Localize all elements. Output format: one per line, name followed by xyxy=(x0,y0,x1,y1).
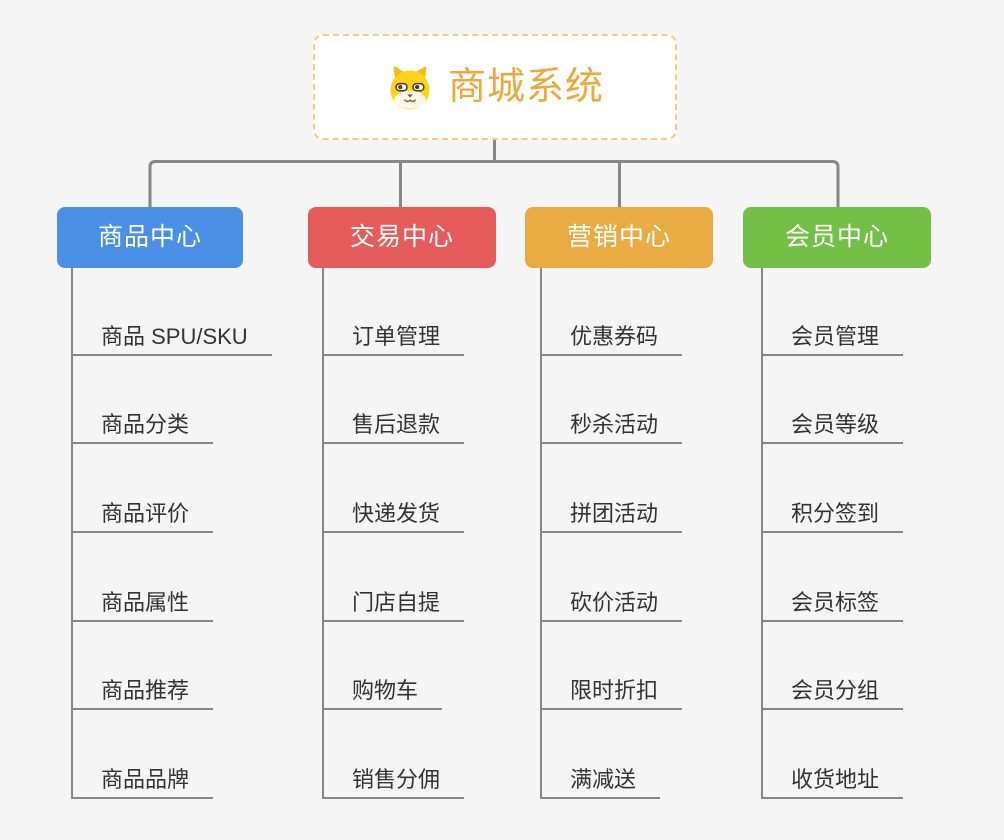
subtopic[interactable]: 限时折扣 xyxy=(540,676,683,710)
subtopic[interactable]: 门店自提 xyxy=(322,588,465,622)
subtopic[interactable]: 销售分佣 xyxy=(322,765,465,799)
subtopic[interactable]: 购物车 xyxy=(322,676,443,710)
subtopic[interactable]: 订单管理 xyxy=(322,322,465,356)
subtopic[interactable]: 积分签到 xyxy=(761,499,904,533)
root-topic-label: 商城系统 xyxy=(447,66,604,108)
subtopic[interactable]: 商品属性 xyxy=(71,588,214,622)
branch-topic-marketing-center[interactable]: 营销中心 xyxy=(525,207,713,268)
subtopic[interactable]: 满减送 xyxy=(540,765,661,799)
subtopic[interactable]: 商品评价 xyxy=(71,499,214,533)
subtopic[interactable]: 会员等级 xyxy=(761,410,904,444)
subtopic[interactable]: 商品推荐 xyxy=(71,676,214,710)
branch-connector-line xyxy=(540,268,542,799)
subtopic[interactable]: 商品分类 xyxy=(71,410,214,444)
subtopic[interactable]: 收货地址 xyxy=(761,765,904,799)
subtopic[interactable]: 售后退款 xyxy=(322,410,465,444)
root-topic[interactable]: 商城系统 xyxy=(313,34,677,140)
subtopic[interactable]: 会员标签 xyxy=(761,588,904,622)
subtopic[interactable]: 砍价活动 xyxy=(540,588,683,622)
subtopic[interactable]: 商品品牌 xyxy=(71,765,214,799)
subtopic[interactable]: 会员管理 xyxy=(761,322,904,356)
branch-connector-line xyxy=(322,268,324,799)
subtopic[interactable]: 拼团活动 xyxy=(540,499,683,533)
subtopic[interactable]: 商品 SPU/SKU xyxy=(71,322,272,356)
subtopic[interactable]: 会员分组 xyxy=(761,676,904,710)
branch-topic-member-center[interactable]: 会员中心 xyxy=(743,207,931,268)
subtopic[interactable]: 快递发货 xyxy=(322,499,465,533)
subtopic[interactable]: 秒杀活动 xyxy=(540,410,683,444)
branch-topic-product-center[interactable]: 商品中心 xyxy=(57,207,243,268)
branch-connector-line xyxy=(761,268,763,799)
branch-connector-line xyxy=(71,268,73,799)
dog-face-icon xyxy=(386,63,434,111)
branch-topic-trade-center[interactable]: 交易中心 xyxy=(308,207,496,268)
subtopic[interactable]: 优惠券码 xyxy=(540,322,683,356)
